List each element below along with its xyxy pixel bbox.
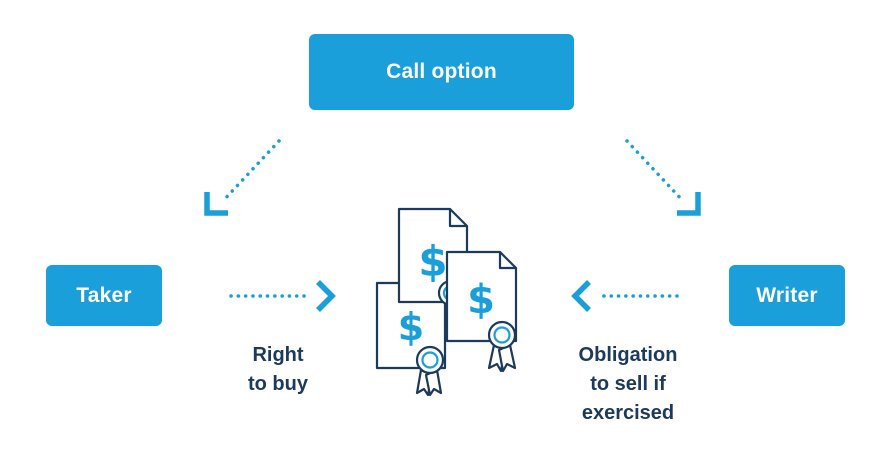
- writer-caption: Obligation to sell if exercised: [560, 341, 696, 428]
- dollar-certificates-icon: $ $: [375, 207, 518, 397]
- call-option-box: Call option: [309, 34, 574, 110]
- taker-box: Taker: [46, 265, 162, 326]
- rosette-icon-right: [487, 320, 517, 373]
- svg-text:$: $: [398, 305, 424, 349]
- arrow-writer-to-certificates: [571, 280, 679, 312]
- rosette-icon-left: [415, 345, 445, 397]
- writer-label: Writer: [756, 283, 818, 307]
- arrow-taker-to-certificates: [229, 280, 336, 312]
- writer-caption-line: exercised: [581, 402, 675, 424]
- svg-text:$: $: [467, 277, 495, 323]
- certificate-document-right: $: [445, 250, 518, 373]
- arrow-top-to-taker: [204, 139, 281, 216]
- writer-caption-line: to sell if: [590, 373, 666, 395]
- certificate-document-left: $: [375, 281, 447, 397]
- svg-text:$: $: [418, 237, 447, 286]
- writer-caption-line: Obligation: [578, 344, 678, 366]
- taker-caption-line: Right: [252, 344, 304, 366]
- taker-label: Taker: [76, 283, 132, 307]
- taker-caption: Right to buy: [228, 341, 328, 399]
- call-option-label: Call option: [386, 60, 497, 83]
- taker-caption-line: to buy: [248, 373, 308, 395]
- arrow-top-to-writer: [625, 139, 701, 216]
- writer-box: Writer: [729, 265, 845, 326]
